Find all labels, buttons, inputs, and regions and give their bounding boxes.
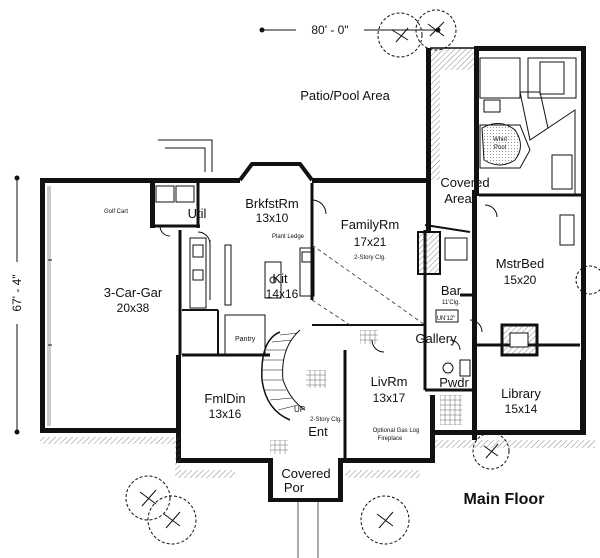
covered-area-label-1: Covered (440, 175, 489, 190)
kitchen-fixtures (189, 237, 315, 356)
width-dimension-label: 80' - 0" (311, 23, 348, 37)
tree-front-2 (147, 495, 197, 545)
master-bath: Whirl Pool (474, 46, 586, 366)
door-swings (159, 199, 498, 353)
tree-front-1 (125, 475, 171, 521)
covered-porch-label-1: Covered (281, 466, 330, 481)
powder-fixtures (442, 359, 471, 377)
tree-front-4 (472, 432, 510, 470)
room-labels: Patio/Pool Area Covered Area BrkfstRm 13… (104, 88, 544, 495)
bar-ceiling-note: 11'Clg. (442, 300, 460, 306)
ceiling-lines (311, 244, 426, 326)
garage-label: 3-Car-Gar (104, 285, 163, 300)
livrm-label: LivRm (371, 374, 408, 389)
pantry-label: Pantry (235, 336, 256, 343)
kit-size: 14x16 (266, 287, 299, 301)
fmldin-label: FmlDin (204, 391, 245, 406)
family-size: 17x21 (354, 235, 387, 249)
front-walk (297, 502, 319, 558)
covered-area-label-2: Area (444, 191, 472, 206)
entry-tiles (270, 330, 462, 454)
brkfst-size: 13x10 (256, 211, 289, 225)
garage-size: 20x38 (117, 301, 150, 315)
gallery-label: Gallery (415, 331, 457, 346)
family-fireplace (417, 231, 468, 323)
stair-up-note: UP (294, 405, 305, 414)
utility-fixtures (155, 185, 195, 203)
plan-notes: Golf Cart Plant Ledge 2-Story Clg. 11'Cl… (104, 209, 460, 442)
depth-dimension: 67' - 4" (8, 175, 26, 435)
entry-ceiling-note: 2-Story Clg. (310, 417, 342, 423)
family-label: FamilyRm (341, 217, 400, 232)
library-label: Library (501, 386, 541, 401)
ent-label: Ent (308, 424, 328, 439)
garage-details (47, 186, 52, 426)
mstr-label: MstrBed (496, 256, 544, 271)
tree-top-1 (377, 12, 423, 58)
pwdr-label: Pwdr (439, 375, 469, 390)
patio-label: Patio/Pool Area (300, 88, 390, 103)
whirlpool-label-2: Pool (494, 145, 506, 151)
fmldin-size: 13x16 (209, 407, 242, 421)
gas-log-note-1: Optional Gas Log (373, 428, 420, 434)
family-ceiling-note: 2-Story Clg. (354, 255, 386, 261)
mstr-size: 15x20 (504, 273, 537, 287)
stairway (261, 329, 306, 421)
bar-label: Bar (441, 283, 462, 298)
tree-front-3 (360, 495, 410, 545)
tree-side (575, 265, 600, 295)
width-dimension: 80' - 0" (259, 20, 441, 38)
patio-paving (430, 47, 478, 180)
master-closet (559, 214, 575, 246)
floor-title: Main Floor (464, 491, 545, 508)
depth-dimension-label: 67' - 4" (10, 274, 24, 311)
exterior-walls (40, 48, 586, 502)
covered-porch-label-2: Por (284, 480, 305, 495)
gas-log-note-2: Fireplace (378, 436, 403, 442)
patio-steps (158, 139, 213, 172)
library-fireplace (500, 323, 539, 357)
tree-top-2 (415, 9, 457, 51)
whirlpool-label-1: Whirl (493, 137, 507, 143)
brkfst-label: BrkfstRm (245, 196, 298, 211)
plant-ledge-note: Plant Ledge (272, 234, 305, 240)
util-label: Util (188, 206, 207, 221)
bar-ledge-note: UN'12" (437, 316, 456, 322)
kit-label: Kit (272, 271, 288, 286)
library-size: 15x14 (505, 402, 538, 416)
golf-cart-note: Golf Cart (104, 209, 128, 215)
livrm-size-visible: 13x17 (373, 391, 406, 405)
